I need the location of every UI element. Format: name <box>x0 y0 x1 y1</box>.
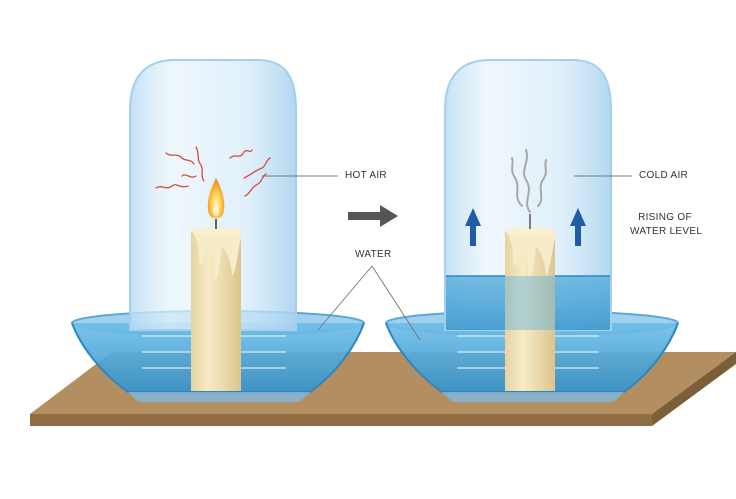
smoke-icon <box>511 149 547 213</box>
right-setup <box>385 59 679 402</box>
cold-air-label: COLD AIR <box>639 170 689 181</box>
hot-air-label: HOT AIR <box>345 170 387 181</box>
left-candle <box>191 219 241 391</box>
rising-label-line2: WATER LEVEL <box>630 226 703 237</box>
rising-label-line1: RISING OF <box>638 212 692 223</box>
leader-lines <box>262 175 632 341</box>
water-label: WATER <box>355 249 392 260</box>
left-setup <box>71 59 365 402</box>
flame-icon <box>207 178 225 219</box>
arrow-right-icon <box>348 205 398 227</box>
rising-water-level-label: RISING OF WATER LEVEL <box>630 211 703 239</box>
arrow-up-icon <box>465 208 481 246</box>
arrow-up-icon <box>570 208 586 246</box>
right-candle <box>505 214 555 391</box>
heat-lines-icon <box>155 146 271 197</box>
